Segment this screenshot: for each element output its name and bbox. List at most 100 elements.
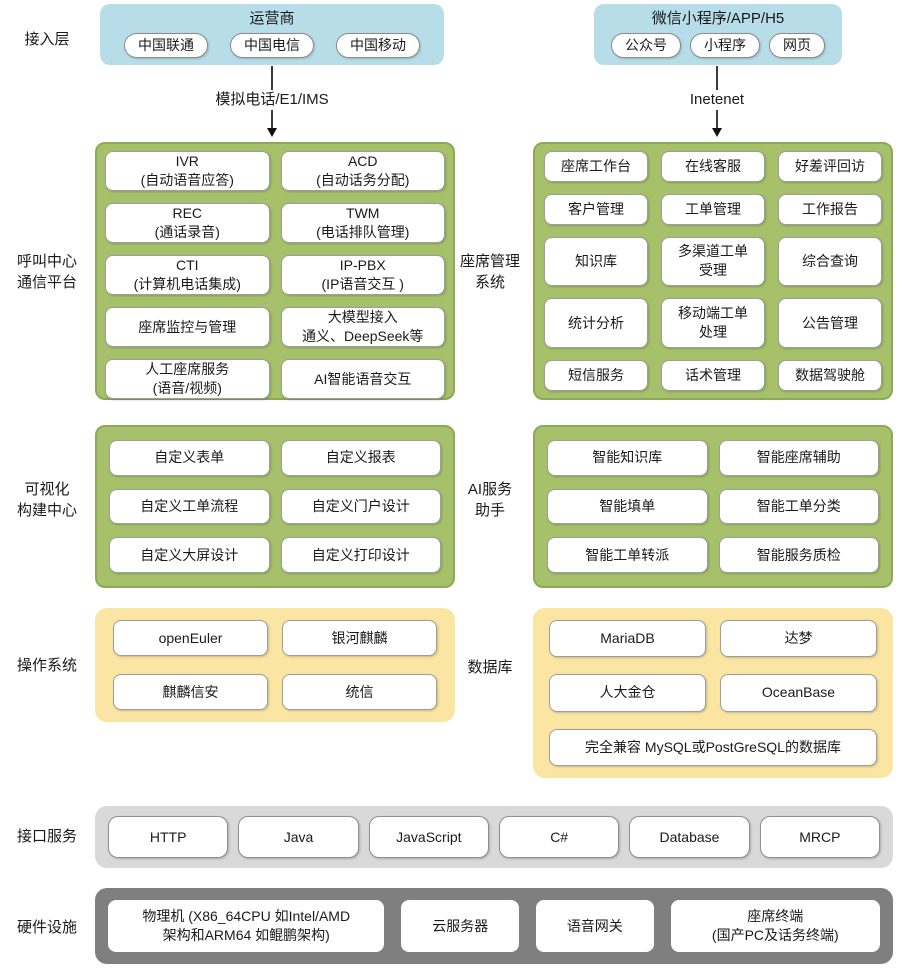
box-line: 通义、DeepSeek等 — [302, 328, 424, 344]
box-line: (IP语音交互 ) — [321, 276, 404, 292]
box-line: 智能工单转派 — [585, 546, 670, 563]
diagram-box: 短信服务 — [544, 360, 648, 391]
box-line: 知识库 — [575, 252, 617, 269]
box-line: OceanBase — [761, 684, 836, 701]
right-arrow-label: Inetenet — [657, 90, 777, 110]
interface-pill: C# — [498, 816, 620, 858]
box-line: 物理机 (X86_64CPU 如Intel/AMD — [142, 908, 351, 924]
diagram-box: openEuler — [113, 620, 268, 656]
box-line: 移动端工单 — [678, 305, 748, 322]
box-line: 处理 — [699, 324, 727, 341]
box-line: openEuler — [158, 629, 223, 646]
diagram-box: 自定义报表 — [280, 440, 441, 476]
interface-pill: MRCP — [759, 816, 880, 858]
operator-pill: 中国联通 — [124, 33, 208, 58]
layer-label-os: 操作系统 — [2, 655, 92, 676]
diagram-box: 多渠道工单受理 — [661, 236, 765, 287]
box-line: 工作报告 — [802, 200, 858, 217]
box-line: 工单管理 — [685, 200, 741, 217]
diagram-box: ACD(自动话务分配) — [280, 151, 445, 191]
layer-label-interfaces: 接口服务 — [2, 826, 92, 847]
box-line: 多渠道工单 — [678, 243, 748, 260]
box-line: 自定义表单 — [154, 449, 225, 466]
diagram-box: OceanBase — [720, 674, 877, 712]
left-arrow-label: 模拟电话/E1/IMS — [187, 90, 357, 110]
diagram-box: 数据驾驶舱 — [778, 360, 882, 391]
box-line: 智能工单分类 — [756, 497, 841, 514]
box-line: 好差评回访 — [795, 157, 865, 174]
box-line: 受理 — [699, 262, 727, 279]
operator-pill: 中国移动 — [336, 33, 420, 58]
layer-label-database: 数据库 — [450, 657, 530, 678]
diagram-box: 座席监控与管理 — [105, 307, 270, 347]
diagram-box: 智能工单转派 — [547, 537, 708, 573]
diagram-box: 自定义打印设计 — [280, 537, 441, 573]
layer-label-text: AI服务 — [467, 481, 513, 498]
operators-pill-row: 中国联通 中国电信 中国移动 — [100, 33, 444, 58]
agent-system-panel: 座席工作台 在线客服 好差评回访 客户管理 工单管理 工作报告 知识库 多渠道工… — [533, 142, 893, 400]
diagram-box: 在线客服 — [661, 151, 765, 182]
wechat-group: 微信小程序/APP/H5 公众号 小程序 网页 — [594, 4, 842, 65]
diagram-box: MariaDB — [549, 620, 706, 658]
layer-label-agent-system: 座席管理 系统 — [450, 251, 530, 293]
box-line: (自动语音应答) — [140, 172, 234, 188]
box-line: 自定义报表 — [325, 449, 396, 466]
box-line: 统计分析 — [568, 314, 624, 331]
diagram-box: 自定义门户设计 — [280, 488, 441, 525]
layer-label-text: 构建中心 — [16, 502, 77, 519]
layer-label-text: 助手 — [474, 502, 505, 519]
diagram-box: 知识库 — [544, 236, 648, 287]
diagram-box: 移动端工单处理 — [661, 298, 765, 349]
box-line: MariaDB — [600, 630, 655, 647]
box-line: 自定义门户设计 — [311, 497, 410, 514]
box-line: 综合查询 — [802, 252, 858, 269]
layer-label-text: 系统 — [474, 274, 505, 291]
box-line: 座席终端 — [747, 908, 804, 924]
box-line: 银河麒麟 — [331, 629, 388, 646]
interfaces-panel: HTTP Java JavaScript C# Database MRCP — [95, 806, 893, 868]
layer-label-ai-assistant: AI服务 助手 — [450, 479, 530, 521]
os-panel: openEuler 银河麒麟 麒麟信安 统信 — [95, 608, 455, 722]
diagram-box: 智能工单分类 — [718, 488, 879, 525]
diagram-box: 座席工作台 — [544, 151, 648, 182]
box-line: 智能填单 — [599, 497, 656, 514]
visual-builder-panel: 自定义表单 自定义报表 自定义工单流程 自定义门户设计 自定义大屏设计 自定义打… — [95, 425, 455, 588]
diagram-box: 公告管理 — [778, 298, 882, 349]
box-line: 客户管理 — [568, 200, 624, 217]
diagram-box: 智能填单 — [547, 488, 708, 525]
box-line: REC — [172, 205, 203, 221]
box-line: 自定义大屏设计 — [140, 546, 239, 563]
box-line: (计算机电话集成) — [133, 276, 241, 292]
layer-label-text: 座席管理 — [459, 253, 520, 270]
diagram-box: 达梦 — [720, 620, 877, 658]
diagram-box: 智能服务质检 — [718, 537, 879, 573]
box-line: 自定义工单流程 — [140, 497, 239, 514]
diagram-box: 工作报告 — [778, 193, 882, 225]
diagram-box: IP-PBX(IP语音交互 ) — [280, 255, 445, 295]
diagram-box: 自定义工单流程 — [109, 488, 270, 525]
diagram-box: 客户管理 — [544, 193, 648, 225]
diagram-box: REC(通话录音) — [105, 203, 270, 243]
diagram-box: 综合查询 — [778, 236, 882, 287]
diagram-box: 座席终端(国产PC及话务终端) — [670, 900, 880, 952]
box-line: 座席工作台 — [561, 157, 631, 174]
operators-group: 运营商 中国联通 中国电信 中国移动 — [100, 4, 444, 65]
box-line: 大模型接入 — [327, 309, 398, 325]
box-line: 麒麟信安 — [162, 683, 219, 700]
ai-assistant-panel: 智能知识库 智能座席辅助 智能填单 智能工单分类 智能工单转派 智能服务质检 — [533, 425, 893, 588]
box-line: 自定义打印设计 — [311, 546, 410, 563]
diagram-box: 人工座席服务(语音/视频) — [105, 359, 270, 399]
wechat-pill-row: 公众号 小程序 网页 — [594, 33, 842, 58]
box-line: 语音网关 — [566, 917, 623, 934]
box-line: 云服务器 — [432, 917, 489, 934]
box-line: 智能服务质检 — [756, 546, 841, 563]
call-center-panel: IVR(自动语音应答) ACD(自动话务分配) REC(通话录音) TWM(电话… — [95, 142, 455, 400]
right-arrow-head — [712, 128, 722, 137]
diagram-box: 工单管理 — [661, 193, 765, 225]
layer-label-text: 呼叫中心 — [16, 253, 77, 270]
wechat-pill: 公众号 — [611, 33, 681, 58]
layer-label-text: 接口服务 — [16, 828, 77, 845]
